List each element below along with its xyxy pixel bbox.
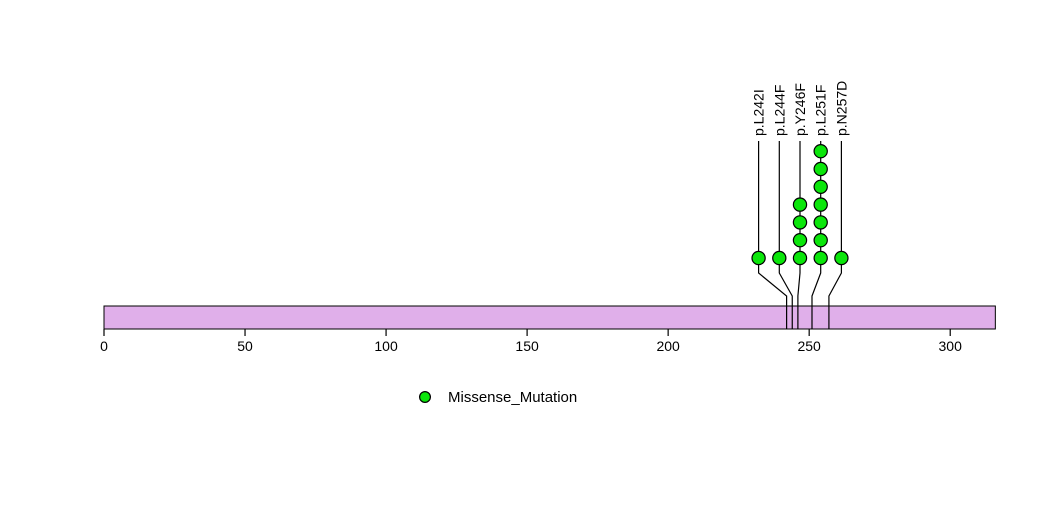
mutation-dot — [792, 250, 808, 266]
mutation-dot — [772, 250, 787, 266]
axis-tick-label: 250 — [797, 338, 821, 354]
mutation-stem — [828, 141, 842, 329]
protein-bar-layer — [103, 305, 996, 330]
protein-bar — [103, 305, 996, 330]
mutation-dot — [792, 215, 808, 230]
mutation-dot — [813, 197, 828, 212]
mutation-stem — [758, 141, 788, 329]
mutation-dot — [751, 250, 766, 266]
mutation-dot — [813, 232, 828, 248]
axis-tick-label: 50 — [237, 338, 253, 354]
legend: Missense_Mutation — [419, 389, 577, 406]
mutation-stem — [778, 141, 793, 329]
mutation-label: p.L251F — [813, 85, 829, 136]
mutation-label: p.L242I — [751, 89, 767, 136]
legend-missense-marker-icon — [419, 391, 432, 404]
mutation-label: p.L244F — [771, 85, 787, 136]
mutation-label: p.Y246F — [792, 83, 808, 136]
mutation-dot — [792, 197, 808, 212]
mutation-dot — [792, 232, 808, 248]
mutation-label: p.N257D — [833, 81, 849, 136]
mutation-dot — [834, 250, 849, 266]
mutation-dot — [813, 143, 828, 159]
axis-tick-label: 150 — [515, 338, 539, 354]
mutation-dot — [813, 161, 828, 177]
axis-tick-label: 200 — [656, 338, 680, 354]
mutation-dot-layer — [751, 143, 849, 266]
mutation-dot — [813, 215, 828, 230]
axis-tick-label: 100 — [374, 338, 398, 354]
mutation-dot — [813, 179, 828, 194]
legend-label: Missense_Mutation — [448, 389, 577, 406]
axis-layer: 0 50 100 150 200 250 300 — [100, 329, 962, 354]
axis-tick-label: 0 — [100, 338, 108, 354]
axis-tick-label: 300 — [939, 338, 963, 354]
mutation-dot — [813, 250, 828, 266]
